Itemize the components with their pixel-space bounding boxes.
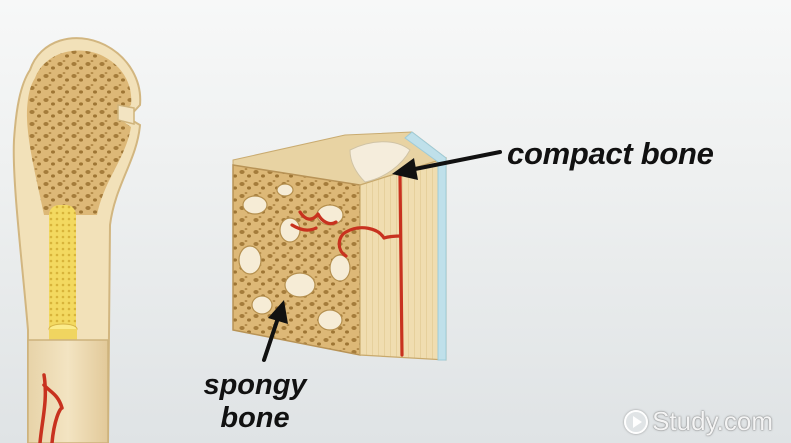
play-circle-icon (624, 410, 648, 434)
study-com-watermark: Study.com (624, 406, 773, 437)
watermark-text: Study.com (652, 406, 773, 437)
spongy-bone-label: spongy bone (195, 369, 315, 435)
compact-bone-label: compact bone (507, 138, 714, 169)
long-bone (14, 38, 140, 443)
spongy-label-line1: spongy (195, 369, 315, 402)
bone-shaft-lower (28, 340, 108, 443)
spongy-label-line2: bone (195, 402, 315, 435)
bone-cut-notch (118, 105, 134, 124)
